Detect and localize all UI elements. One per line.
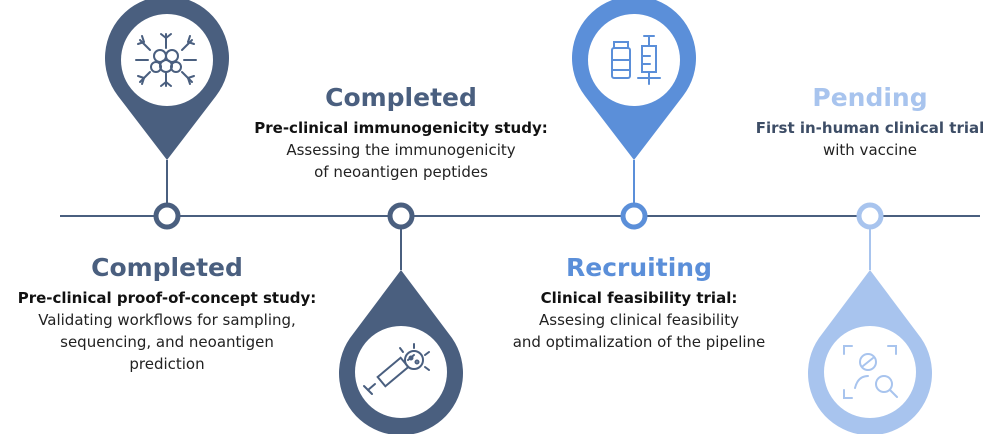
milestone-4-node bbox=[856, 202, 884, 230]
scan-search-icon bbox=[843, 345, 898, 399]
milestone-title: First in-human clinical trial bbox=[755, 119, 985, 137]
pin-inner-circle bbox=[588, 14, 680, 106]
milestone-3-pin bbox=[572, 0, 696, 204]
milestone-description-line: Validating workflows for sampling, bbox=[38, 311, 296, 329]
milestone-4-pin bbox=[808, 228, 932, 434]
milestone-title: Pre-clinical immunogenicity study: bbox=[254, 119, 548, 137]
immune-cell-icon bbox=[135, 33, 197, 87]
milestone-description-line: with vaccine bbox=[822, 141, 918, 159]
milestone-description-line: Assessing the immunogenicity bbox=[286, 141, 516, 159]
pin-inner-circle bbox=[824, 326, 916, 418]
milestone-title: Pre-clinical proof-of-concept study: bbox=[17, 289, 317, 307]
milestone-1-node bbox=[153, 202, 181, 230]
milestone-3-node bbox=[620, 202, 648, 230]
syringe-virus-icon bbox=[363, 343, 430, 395]
status-label: Recruiting bbox=[566, 253, 712, 282]
milestone-description-line: Assesing clinical feasibility bbox=[539, 311, 739, 329]
status-label: Pending bbox=[812, 83, 928, 112]
milestone-2-node bbox=[387, 202, 415, 230]
milestone-4-text: Pending First in-human clinical trial wi… bbox=[740, 82, 1000, 161]
milestone-description-line: and optimalization of the pipeline bbox=[512, 333, 766, 351]
milestone-description-line: sequencing, and neoantigen bbox=[60, 333, 274, 351]
milestone-2-text: Completed Pre-clinical immunogenicity st… bbox=[236, 82, 566, 183]
milestone-description-line: prediction bbox=[129, 355, 205, 373]
milestone-title: Clinical feasibility trial: bbox=[540, 289, 738, 307]
milestone-1-text: Completed Pre-clinical proof-of-concept … bbox=[2, 252, 332, 375]
vial-syringe-icon bbox=[611, 35, 661, 85]
status-label: Completed bbox=[91, 253, 243, 282]
status-label: Completed bbox=[325, 83, 477, 112]
milestone-description-line: of neoantigen peptides bbox=[314, 163, 488, 181]
milestone-1-pin bbox=[105, 0, 229, 204]
milestone-2-pin bbox=[339, 228, 463, 434]
milestone-3-text: Recruiting Clinical feasibility trial: A… bbox=[484, 252, 794, 353]
